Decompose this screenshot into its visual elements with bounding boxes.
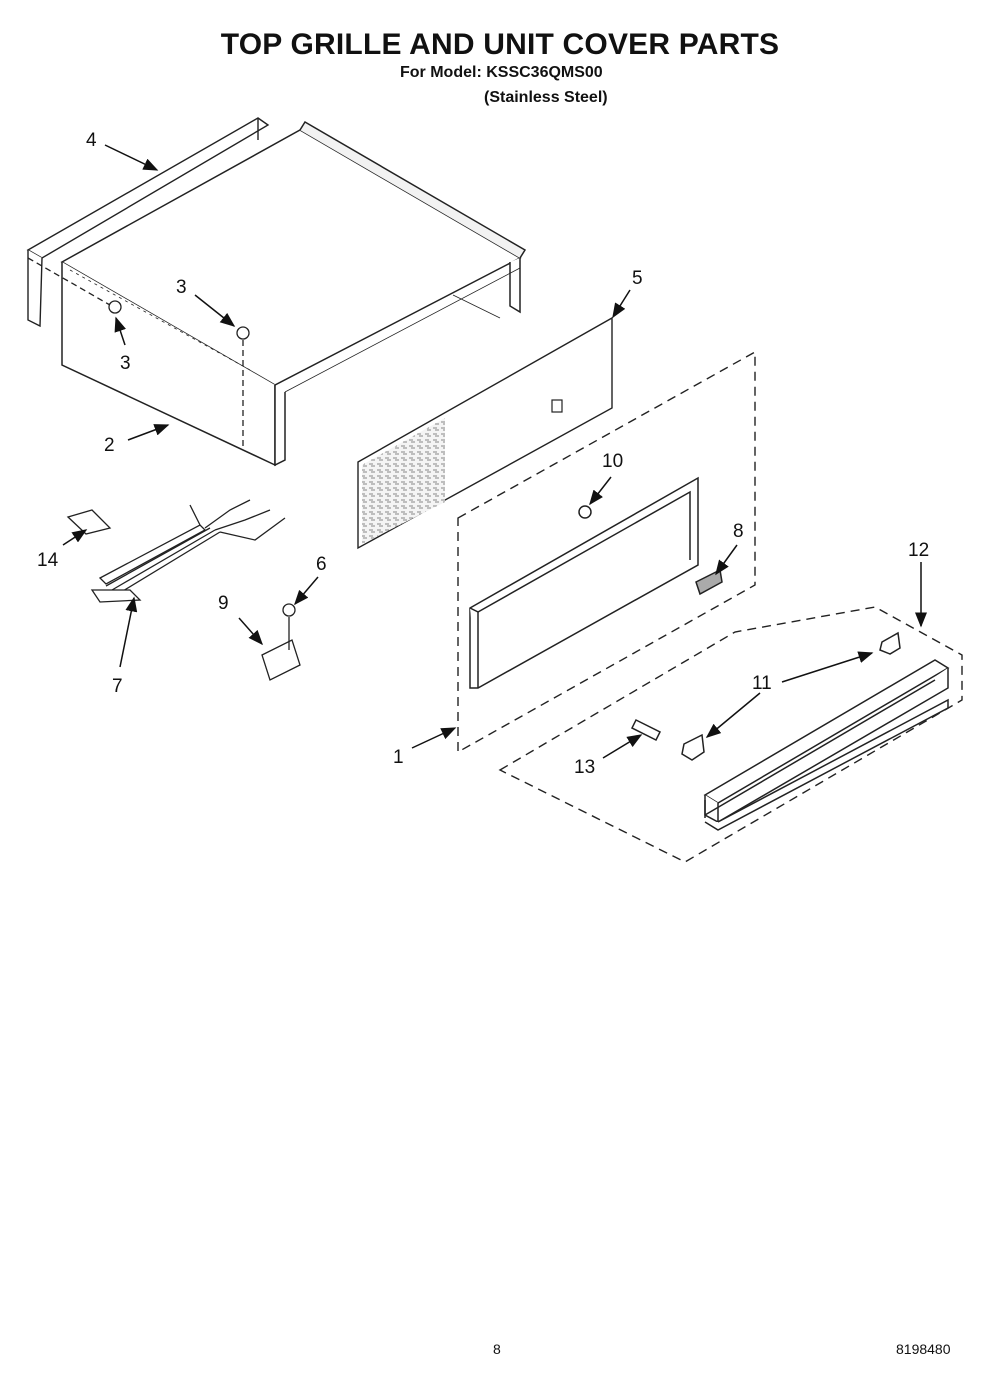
clip-part <box>66 509 112 535</box>
model-line: For Model: KSSC36QMS00 <box>400 64 603 81</box>
callout-6: 6 <box>316 554 327 575</box>
front-grille-part <box>469 476 723 689</box>
callout-10: 10 <box>602 451 623 472</box>
callout-2: 2 <box>104 435 115 456</box>
callout-4: 4 <box>86 130 97 151</box>
grille-panel-part <box>357 316 613 550</box>
variant-line: (Stainless Steel) <box>484 89 608 106</box>
callout-14: 14 <box>37 550 59 571</box>
screw-part-6 <box>282 603 296 650</box>
callout-9: 9 <box>218 593 229 614</box>
grille-assembly-boundary <box>457 350 756 754</box>
kickplate-part <box>630 631 950 831</box>
page-number: 8 <box>493 1341 501 1357</box>
page-title: TOP GRILLE AND UNIT COVER PARTS <box>220 28 780 61</box>
screw-part-3 <box>27 257 250 450</box>
rear-flange-part <box>26 117 270 328</box>
wire-harness-part <box>90 499 286 603</box>
callout-13: 13 <box>574 757 595 778</box>
callout-12: 12 <box>908 540 929 561</box>
callout-8: 8 <box>733 521 744 542</box>
tape-part-9 <box>261 639 301 681</box>
callout-3-lower: 3 <box>120 353 131 374</box>
callout-3-upper: 3 <box>176 277 187 298</box>
callout-7: 7 <box>112 676 123 697</box>
kickplate-assembly-boundary <box>498 606 963 863</box>
callout-11: 11 <box>752 673 772 694</box>
document-code: 8198480 <box>896 1341 951 1357</box>
leader-lines <box>62 144 927 759</box>
callout-1: 1 <box>393 747 404 768</box>
callout-5: 5 <box>632 268 643 289</box>
